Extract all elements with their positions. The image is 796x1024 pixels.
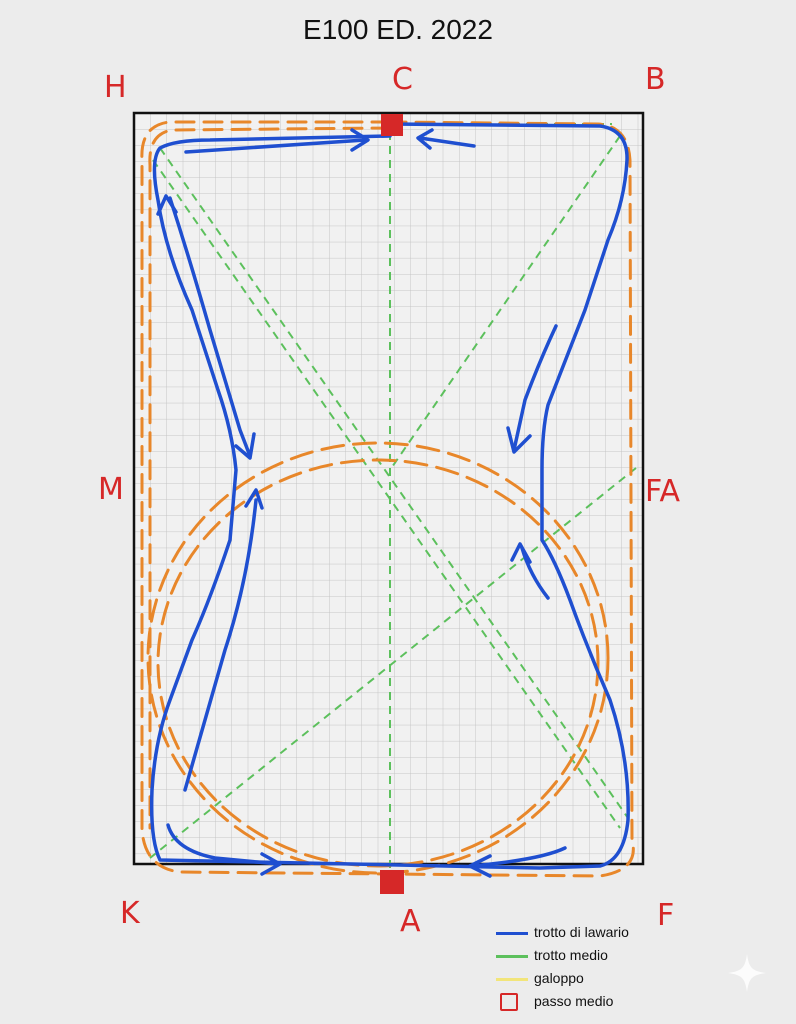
- legend-swatch-blue: [496, 932, 528, 935]
- arrow-up-h: [156, 194, 178, 216]
- outer-track: [140, 120, 635, 878]
- diagonal-fa-k: [149, 467, 637, 859]
- letter-f: F: [657, 898, 675, 933]
- arrow-down-m: [234, 432, 256, 460]
- path-k-a: [166, 823, 280, 866]
- diagonal-h-f-1: [152, 159, 621, 829]
- path-f-a: [468, 846, 567, 868]
- arrow-right-top: [350, 128, 370, 152]
- path-h-m: [168, 196, 252, 458]
- path-arrows: [156, 128, 532, 878]
- legend-swatch-green: [496, 955, 528, 958]
- letter-b: B: [645, 62, 666, 97]
- legend-label: trotto di lawario: [534, 924, 629, 940]
- path-m-k: [183, 498, 258, 792]
- diagonal-h-f-2: [159, 147, 629, 819]
- letter-c: C: [392, 62, 413, 97]
- letter-h: H: [104, 70, 127, 105]
- arrow-up-m: [244, 488, 264, 510]
- legend-label: galoppo: [534, 970, 584, 986]
- working-trot-path: [149, 122, 630, 870]
- canter-track: [140, 120, 635, 878]
- arrow-left-top: [416, 128, 434, 150]
- page-title: E100 ED. 2022: [303, 14, 493, 45]
- circle-outer: [146, 441, 610, 875]
- path-b-fa: [512, 324, 558, 452]
- legend-swatch-yellow: [496, 978, 528, 981]
- letter-k: K: [120, 896, 140, 931]
- arrow-down-fa: [506, 426, 532, 454]
- letter-m: M: [98, 472, 124, 507]
- arrow-right-bottom: [260, 852, 282, 876]
- legend-label: passo medio: [534, 993, 614, 1009]
- legend-swatch-red-box: [500, 993, 518, 1011]
- outer-loop: [149, 122, 630, 870]
- marker-c: [381, 114, 403, 136]
- inner-track-h: [148, 126, 392, 830]
- arrow-left-bottom: [468, 854, 492, 878]
- letter-a: A: [400, 904, 421, 939]
- legend-label: trotto medio: [534, 947, 608, 963]
- diagonal-b-x: [389, 135, 621, 471]
- path-h-c: [184, 138, 367, 154]
- path-b-c: [418, 136, 476, 148]
- arrow-up-fa: [510, 542, 532, 564]
- sparkle-icon: [728, 954, 766, 992]
- letter-fa: FA: [645, 474, 681, 509]
- marker-a: [380, 870, 404, 894]
